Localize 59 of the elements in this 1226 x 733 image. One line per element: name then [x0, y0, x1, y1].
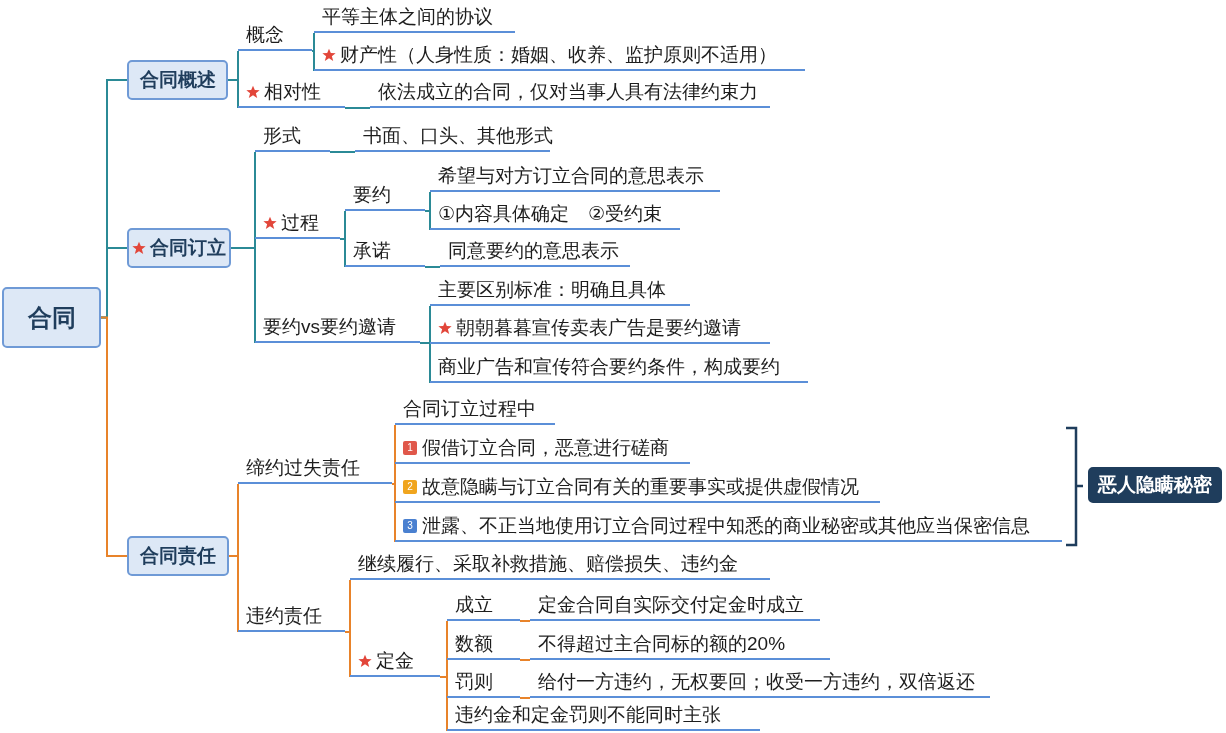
connector-line	[228, 555, 239, 633]
number-badge: 2	[403, 480, 417, 494]
connector-line	[519, 659, 531, 661]
topic-label: 希望与对方订立合同的意思表示	[438, 164, 704, 188]
topic-label: 泄露、不正当地使用订立合同过程中知悉的商业秘密或其他应当保密信息	[422, 514, 1030, 538]
connector-line	[311, 50, 315, 72]
topic-label: 过程	[281, 211, 319, 235]
topic-label: 定金合同自实际交付定金时成立	[538, 593, 804, 617]
connector-line	[519, 620, 531, 622]
topic-label: 数额	[455, 632, 493, 656]
connector-line	[424, 210, 431, 231]
topic-box: 合同	[2, 287, 101, 348]
topic-box: 合同责任	[127, 536, 229, 576]
number-badge: 3	[403, 519, 417, 533]
topic-label: 合同订立过程中	[403, 397, 536, 421]
topic-label: ①内容具体确定 ②受约束	[438, 202, 663, 226]
connector-line	[311, 32, 315, 52]
connector-line	[230, 247, 256, 344]
topic-label: 书面、口头、其他形式	[363, 124, 553, 148]
connector-line	[519, 697, 531, 699]
connector-line	[391, 483, 396, 543]
topic-label: 定金	[376, 649, 414, 673]
topic-label: 主要区别标准：明确且具体	[438, 278, 666, 302]
connector-line	[439, 676, 448, 732]
topic-label: 承诺	[353, 239, 391, 263]
topic-label: 违约责任	[246, 604, 322, 628]
topic-label: 依法成立的合同，仅对当事人具有法律约束力	[378, 80, 758, 104]
connector-line	[391, 463, 396, 485]
topic-label: 形式	[263, 124, 301, 148]
topic-label: 成立	[455, 593, 493, 617]
topic-label: 继续履行、采取补救措施、赔偿损失、违约金	[358, 552, 738, 576]
topic-label: 缔约过失责任	[246, 456, 360, 480]
topic-label: 要约vs要约邀请	[263, 315, 396, 339]
topic-label: 合同订立	[150, 236, 226, 260]
connector-line	[100, 316, 128, 557]
topic-label: 商业广告和宣传符合要约条件，构成要约	[438, 355, 780, 379]
topic-label: 同意要约的意思表示	[448, 239, 619, 263]
topic-label: 财产性（人身性质：婚姻、收养、监护原则不适用）	[340, 43, 777, 67]
topic-label: 故意隐瞒与订立合同有关的重要事实或提供虚假情况	[422, 475, 859, 499]
topic-label: 朝朝暮暮宣传卖表广告是要约邀请	[456, 316, 741, 340]
topic-box	[127, 228, 231, 268]
topic-label: 概念	[246, 23, 284, 47]
connector-line	[419, 342, 431, 384]
topic-label: 要约	[353, 183, 391, 207]
topic-box: 合同概述	[127, 60, 228, 100]
connector-line	[227, 79, 239, 109]
topic-label: 平等主体之间的协议	[322, 5, 493, 29]
topic-label: 不得超过主合同标的额的20%	[538, 632, 786, 656]
topic-label: 罚则	[455, 670, 493, 694]
number-badge: 1	[403, 441, 417, 455]
connector-line	[344, 107, 371, 109]
topic-label: 相对性	[264, 80, 321, 104]
connector-line	[329, 151, 356, 153]
topic-box: 恶人隐瞒秘密	[1088, 467, 1222, 503]
connector-line	[339, 238, 346, 268]
topic-label: 违约金和定金罚则不能同时主张	[455, 703, 721, 727]
topic-label: 给付一方违约，无权要回；收受一方违约，双倍返还	[538, 670, 975, 694]
topic-label: 假借订立合同，恶意进行磋商	[422, 436, 669, 460]
connector-line	[424, 266, 441, 268]
